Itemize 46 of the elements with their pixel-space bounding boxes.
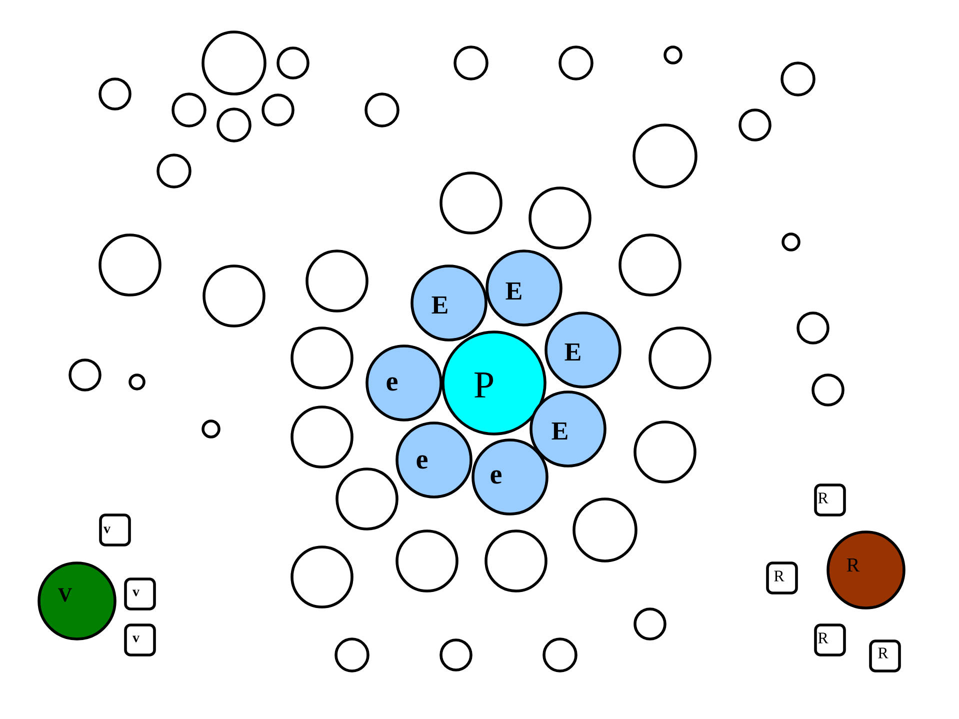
labeled-square: v (124, 578, 156, 610)
circle (396, 530, 458, 592)
circle (796, 312, 830, 344)
circle (128, 374, 146, 390)
labeled-square: R (814, 624, 846, 656)
circle (648, 326, 712, 390)
circle (262, 94, 294, 126)
labeled-square: v (124, 624, 156, 656)
circle (454, 46, 488, 80)
circle (290, 406, 354, 468)
labeled-square: R (766, 562, 798, 594)
circle (202, 264, 266, 328)
circle (68, 358, 102, 392)
circle (290, 546, 354, 608)
circle (572, 498, 638, 562)
circle (634, 608, 666, 640)
circle (618, 234, 682, 296)
circle (780, 62, 816, 96)
circle (634, 420, 696, 484)
circle (172, 92, 206, 128)
circle (98, 78, 132, 110)
circle (202, 420, 220, 438)
circle (216, 108, 252, 142)
circle (484, 530, 548, 592)
circle (738, 108, 772, 142)
circle (812, 374, 844, 406)
circle (98, 234, 162, 296)
circle (334, 638, 370, 672)
circle (632, 124, 698, 188)
labeled-square: R (814, 484, 846, 516)
circle (528, 186, 592, 250)
circle (202, 30, 266, 96)
circle (276, 46, 310, 80)
circle (558, 46, 594, 80)
circle (542, 638, 578, 672)
circle (440, 172, 502, 234)
circle (782, 232, 800, 252)
circle (156, 154, 192, 188)
circle (440, 638, 472, 672)
circle (664, 46, 682, 64)
circle (336, 468, 398, 530)
circle (306, 250, 368, 312)
circle (290, 326, 354, 390)
labeled-square: R (869, 640, 901, 672)
labeled-square: v (99, 514, 131, 546)
circle (364, 92, 400, 128)
